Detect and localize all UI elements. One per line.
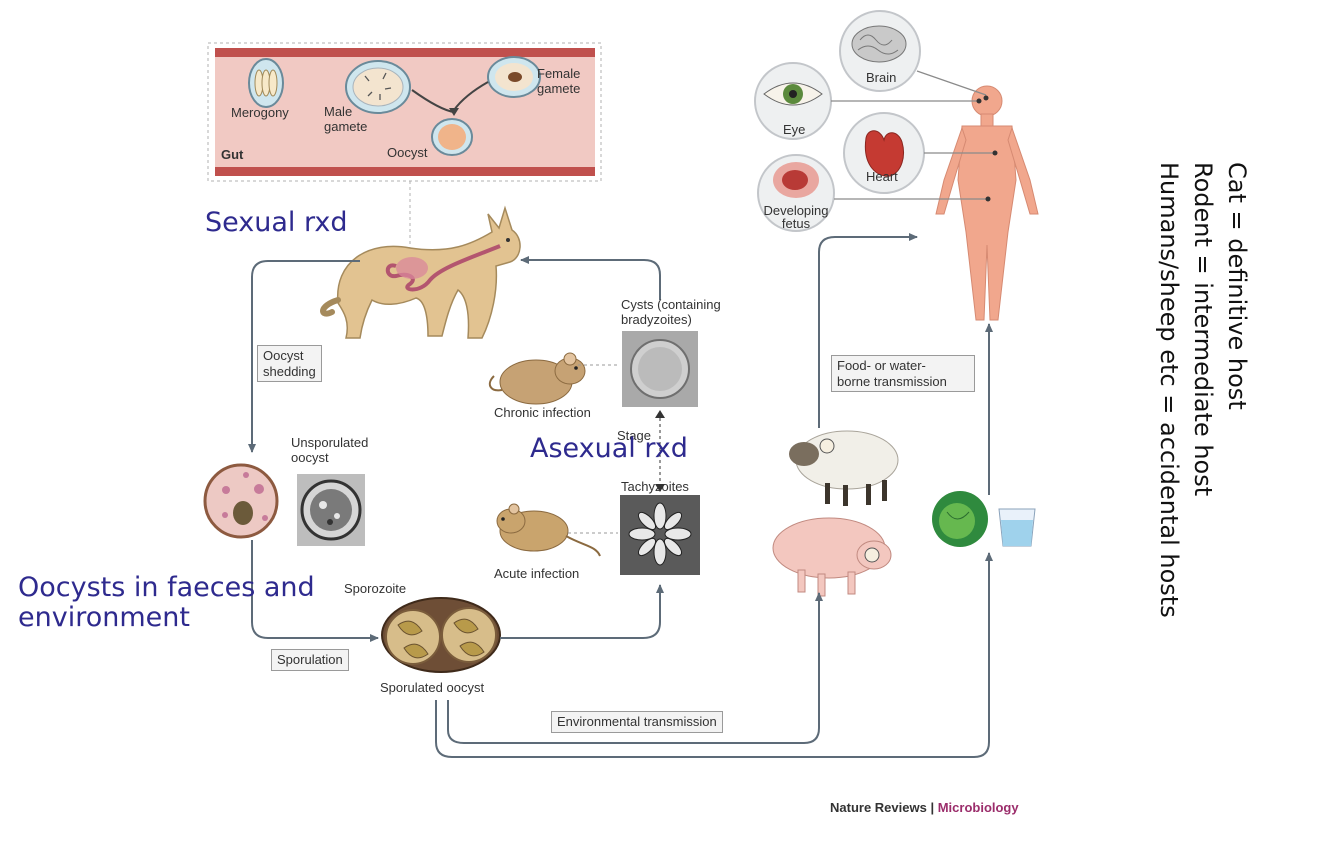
acute-infection-label: Acute infection [494, 566, 580, 581]
journal-name: Nature Reviews [830, 800, 927, 815]
credit-separator: | [930, 800, 935, 815]
stage-label: Stage [617, 428, 651, 443]
cat-host-note: Cat = definitive host [1223, 162, 1251, 410]
merogony-cell [248, 58, 284, 108]
lettuce-illustration [932, 491, 988, 547]
cyst-micrograph [622, 331, 698, 407]
fetus-circle [757, 154, 835, 232]
sheep-illustration [789, 430, 899, 506]
human-figure [935, 85, 1039, 321]
oocyst-cell [431, 118, 473, 156]
sexual-reproduction-annotation: Sexual rxd [205, 207, 348, 238]
pig-illustration [772, 517, 892, 597]
water-glass-illustration [998, 508, 1036, 547]
journal-credit: Nature Reviews | Microbiology [830, 800, 1019, 816]
eye-label: Eye [783, 122, 806, 137]
female-gamete-label: Female gamete [537, 66, 581, 96]
sporulated-oocyst-label: Sporulated oocyst [380, 680, 485, 695]
acute-mouse-illustration [496, 503, 601, 557]
sporulated-oocyst-drawing [381, 597, 501, 673]
cat-illustration [320, 205, 521, 339]
chronic-infection-label: Chronic infection [494, 405, 591, 420]
developing-fetus-label: Developing fetus [763, 203, 829, 231]
unsporulated-oocyst-micrograph [297, 474, 365, 546]
brain-label: Brain [866, 70, 897, 85]
oocysts-environment-annotation: Oocysts in faeces and environment [18, 572, 315, 634]
gut-panel [207, 42, 602, 182]
organ-leader-lines [831, 70, 995, 200]
male-gamete-label: Male gamete [324, 104, 368, 134]
unsporulated-oocyst-drawing [203, 463, 279, 539]
rodent-host-note: Rodent = intermediate host [1189, 162, 1217, 497]
food-water-transmission-box: Food- or water- borne transmission [831, 355, 975, 393]
male-gamete-cell [345, 60, 411, 114]
sporozoite-label: Sporozoite [344, 581, 407, 596]
brain-circle [839, 10, 921, 92]
oocyst-label: Oocyst [387, 145, 428, 160]
female-gamete-cell [487, 56, 541, 98]
eye-circle [754, 62, 832, 140]
gut-label: Gut [221, 147, 244, 162]
environmental-transmission-box: Environmental transmission [551, 711, 723, 733]
sporulation-box: Sporulation [271, 649, 349, 671]
cysts-label: Cysts (containing bradyzoites) [621, 297, 721, 327]
cycle-arrows [248, 233, 993, 758]
chronic-mouse-illustration [488, 352, 586, 405]
heart-label: Heart [866, 169, 898, 184]
humans-host-note: Humans/sheep etc = accidental hosts [1155, 162, 1183, 618]
unsporulated-oocyst-label: Unsporulated oocyst [291, 435, 369, 465]
fusion-arrowhead [449, 108, 459, 116]
oocyst-shedding-box: Oocyst shedding [257, 345, 322, 383]
heart-circle [843, 112, 925, 194]
merogony-label: Merogony [231, 105, 289, 120]
tachyzoite-micrograph [620, 495, 700, 575]
journal-section: Microbiology [937, 800, 1019, 815]
asexual-reproduction-annotation: Asexual rxd [530, 433, 688, 464]
tachyzoites-label: Tachyzoites [621, 479, 689, 494]
